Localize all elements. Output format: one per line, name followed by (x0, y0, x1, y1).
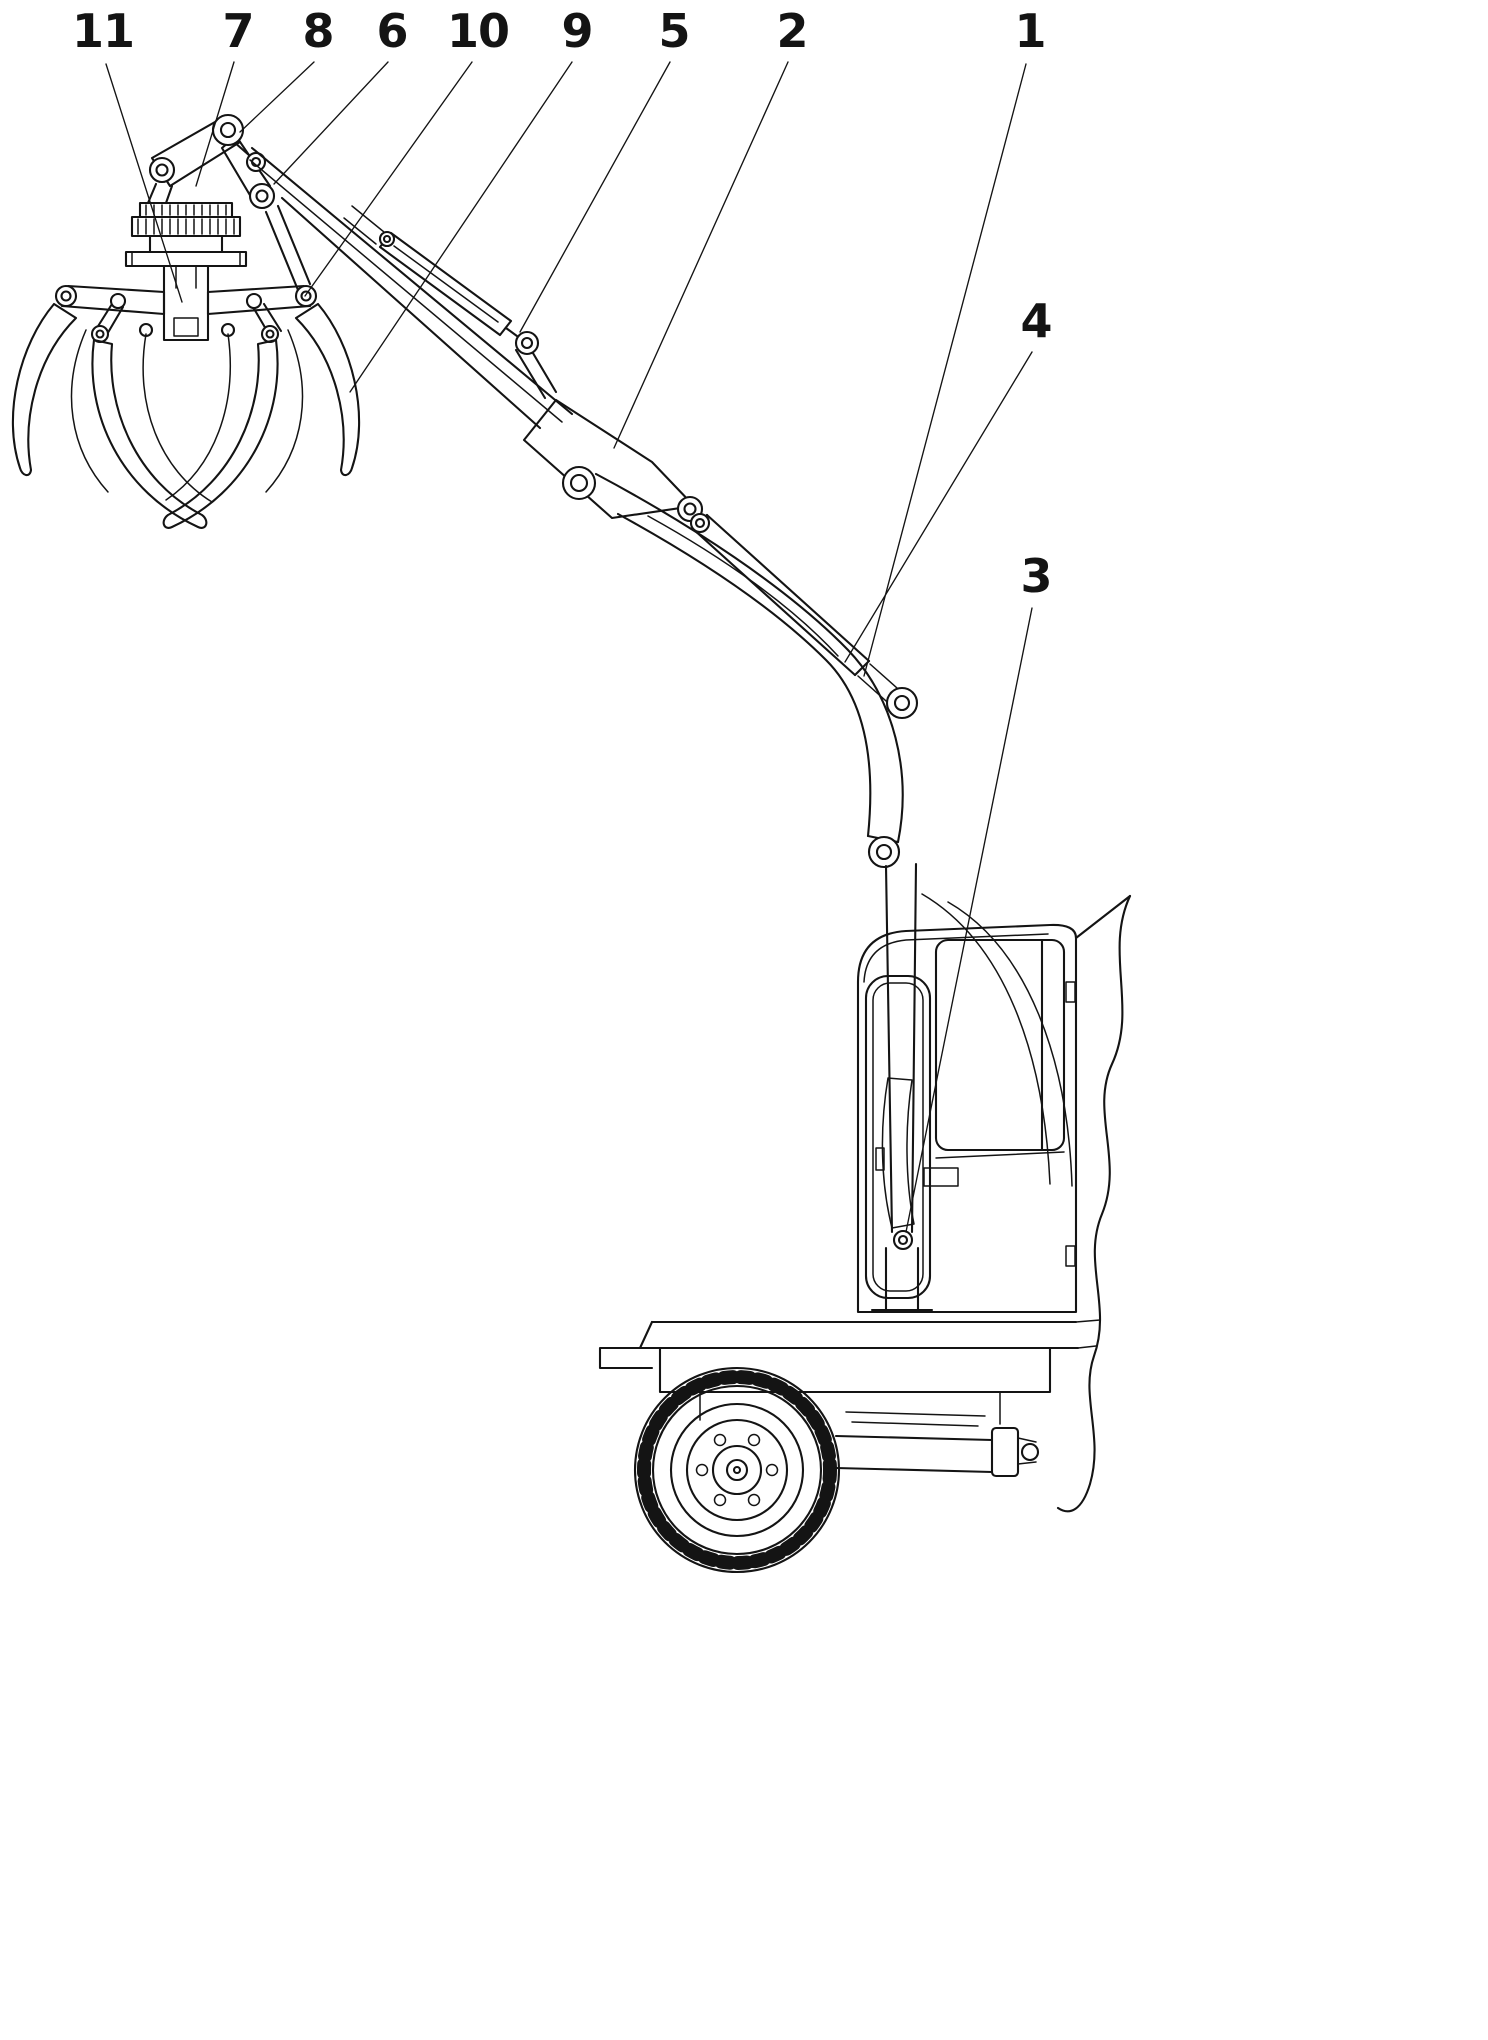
chassis (598, 1319, 1101, 1425)
callout-label-3: 3 (1020, 549, 1052, 603)
leader-line-3 (905, 607, 1033, 1233)
callout-label-11: 11 (71, 4, 135, 58)
body-curves (921, 893, 1073, 1187)
top-linkage (146, 113, 276, 210)
door-handle (875, 1147, 885, 1171)
leader-line-10 (304, 61, 473, 297)
callout-label-8: 8 (302, 4, 334, 58)
leader-line-6 (273, 61, 389, 185)
grapple-rotator (124, 201, 248, 342)
leader-line-7 (195, 61, 235, 187)
callout-label-6: 6 (376, 4, 408, 58)
callout-label-9: 9 (561, 4, 593, 58)
callout-label-4: 4 (1020, 294, 1052, 348)
stick-cylinder (343, 205, 558, 400)
leader-line-1 (863, 63, 1027, 677)
windshield (934, 938, 1066, 1152)
leader-line-5 (519, 61, 671, 333)
cab (856, 923, 1078, 1314)
break-edge (1056, 894, 1132, 1513)
callout-label-5: 5 (658, 4, 690, 58)
callout-label-1: 1 (1014, 4, 1046, 58)
callout-label-10: 10 (446, 4, 510, 58)
wheel (633, 1366, 841, 1574)
callout-label-7: 7 (222, 4, 254, 58)
leader-lines (105, 61, 1033, 1233)
grapple-cross-arm (54, 204, 318, 344)
leader-line-11 (105, 63, 183, 303)
leader-line-8 (239, 61, 315, 133)
boom-cylinder (689, 512, 919, 720)
leader-line-9 (349, 61, 573, 393)
leader-line-2 (613, 61, 789, 449)
seat (881, 1077, 915, 1229)
axle (834, 1411, 1040, 1478)
leader-line-4 (844, 351, 1033, 663)
callout-label-2: 2 (776, 4, 808, 58)
boom-foot (870, 862, 934, 1312)
grapple-claws (11, 302, 361, 529)
main-boom (594, 472, 904, 869)
cab-door (864, 974, 932, 1300)
